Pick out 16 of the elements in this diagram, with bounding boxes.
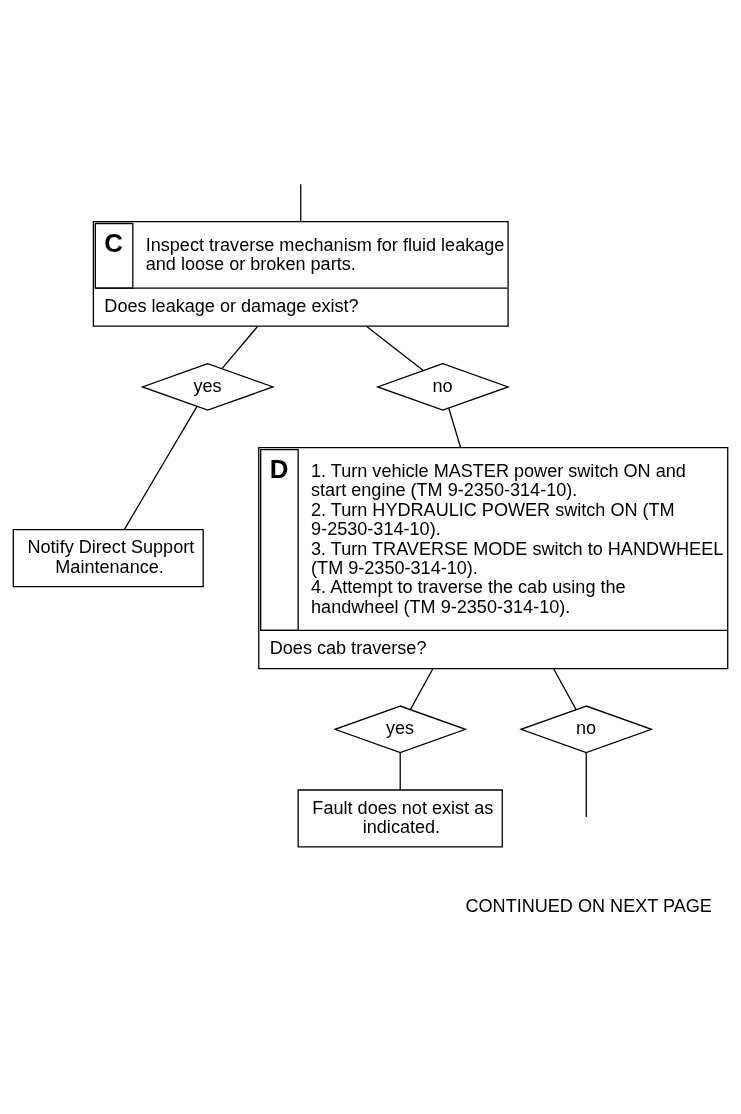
node-diamond: yes [333,705,468,754]
node-box: Fault does not exist as indicated. [297,789,503,848]
connector [399,752,401,791]
connector [366,325,424,372]
node-diamond: no [375,363,510,411]
node-box: Notify Direct Support Maintenance. [12,529,204,588]
node-diamond: no [519,705,654,754]
connector [553,668,577,711]
node-diamond: yes [140,363,275,411]
connector [409,668,434,711]
connector [585,752,587,818]
label: CONTINUED ON NEXT PAGE [465,896,712,917]
connector [123,405,198,531]
connector [300,183,302,222]
connector [221,325,259,370]
connector [448,407,462,448]
